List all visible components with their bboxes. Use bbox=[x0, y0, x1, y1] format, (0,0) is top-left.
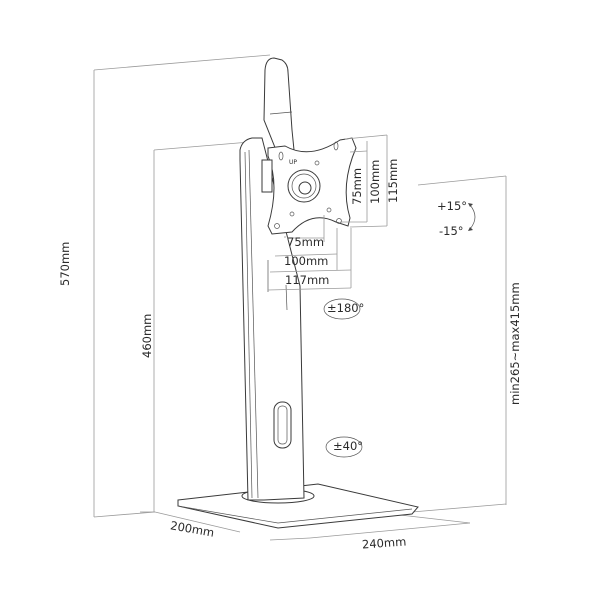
column bbox=[239, 137, 305, 501]
vesa-dimension-lines bbox=[267, 134, 388, 291]
label-vesa-horizontal-100: 100mm bbox=[284, 254, 329, 268]
label-vesa-vertical-75: 75mm bbox=[350, 167, 364, 205]
top-arm bbox=[263, 57, 295, 151]
label-rotation: ±180° bbox=[327, 301, 365, 315]
label-vesa-horizontal-75: 75mm bbox=[287, 235, 325, 249]
vesa-plate bbox=[261, 137, 357, 235]
label-base-width: 240mm bbox=[361, 534, 407, 552]
tilt-arrow-icon bbox=[468, 203, 476, 231]
label-height-range: min265~max415mm bbox=[508, 282, 522, 405]
label-total-height: 570mm bbox=[58, 241, 72, 286]
dimension-base-lines bbox=[140, 511, 471, 541]
label-column-height: 460mm bbox=[140, 313, 154, 358]
label-tilt-up: +15° bbox=[437, 199, 468, 213]
dimension-460-lines bbox=[153, 141, 251, 512]
label-plate-height: 115mm bbox=[386, 158, 400, 203]
label-swivel: ±40° bbox=[333, 439, 364, 453]
label-vesa-vertical-100: 100mm bbox=[368, 159, 382, 204]
label-plate-up: UP bbox=[289, 159, 298, 166]
label-tilt-down: -15° bbox=[439, 224, 464, 238]
dimension-570-lines bbox=[93, 54, 271, 518]
swivel-40-icon bbox=[325, 436, 363, 458]
dimension-height-range-lines bbox=[411, 175, 507, 513]
label-plate-width: 117mm bbox=[285, 273, 330, 287]
rotate-180-icon bbox=[323, 298, 361, 320]
